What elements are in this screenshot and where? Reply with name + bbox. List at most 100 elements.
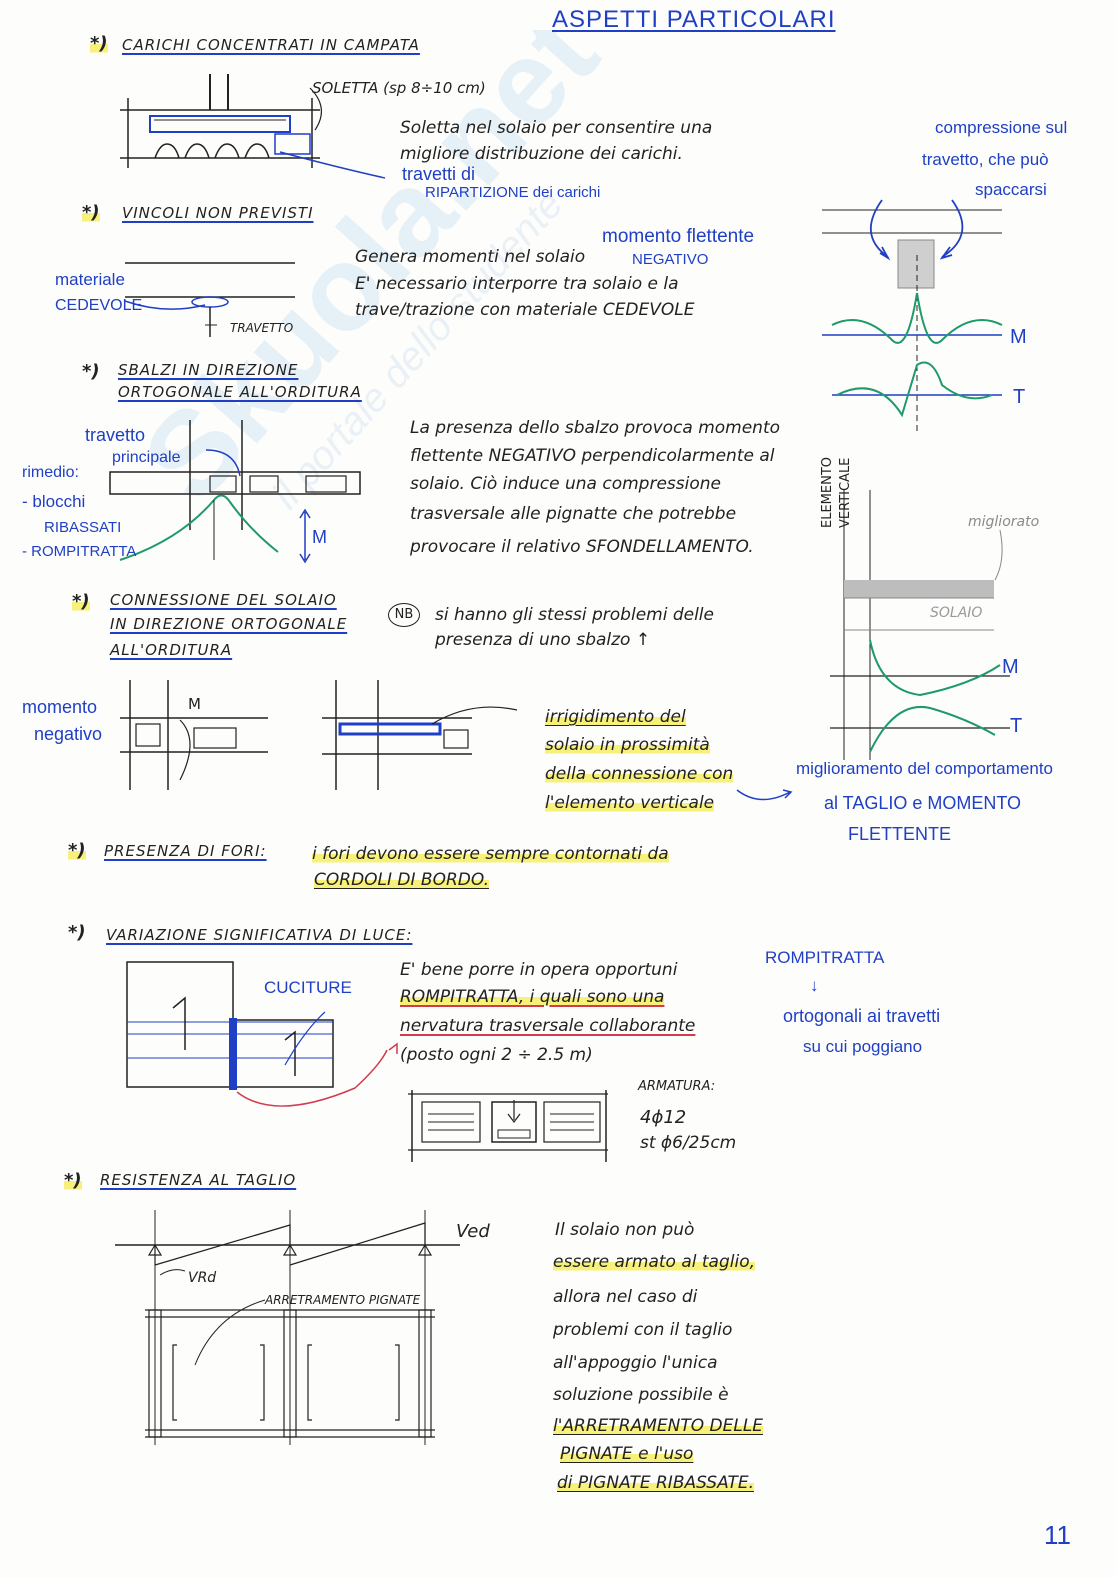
s7-note-line7: l'ARRETRAMENTO DELLE	[553, 1416, 764, 1436]
right-improve-line3: FLETTENTE	[848, 824, 952, 844]
s4-arrow	[736, 789, 793, 801]
s1-rib-label2: RIPARTIZIONE dei carichi	[425, 184, 601, 201]
s6-armatura-line1: 4ϕ12	[640, 1107, 687, 1128]
s7-note-line1: Il solaio non può	[555, 1220, 695, 1240]
s3-bullet: *)	[82, 361, 100, 382]
right-t1-label: T	[1013, 386, 1026, 408]
s3-heading2: ORTOGONALE ALL'ORDITURA	[118, 383, 362, 401]
s4-note-line4: l'elemento verticale	[545, 793, 715, 813]
s4-note-line3: della connessione con	[545, 764, 734, 784]
right-migliorato-label: migliorato	[968, 514, 1040, 530]
s1-heading: CARICHI CONCENTRATI IN CAMPATA	[122, 36, 420, 54]
right-m2-label: M	[1002, 656, 1019, 678]
s4-nb-line1: si hanno gli stessi problemi delle	[435, 605, 714, 625]
s3-note-line5: provocare il relativo SFONDELLAMENTO.	[410, 537, 754, 557]
s2-note-line2: E' necessario interporre tra solaio e la	[355, 274, 679, 294]
s1-soletta-diagram	[120, 74, 386, 179]
s7-note-line4: problemi con il taglio	[553, 1320, 733, 1340]
s3-note-line2: flettente NEGATIVO perpendicolarmente al	[410, 446, 775, 466]
s7-shear-diagram	[115, 1210, 460, 1445]
right-solaio-label: SOLAIO	[930, 605, 983, 621]
s6-armatura-line2: st ϕ6/25cm	[640, 1133, 737, 1153]
right-comp-line2: travetto, che può	[922, 150, 1049, 169]
s3-cantilever-diagram	[109, 420, 361, 564]
right-comp-line1: compressione sul	[935, 118, 1068, 137]
s7-note-line5: all'appoggio l'unica	[553, 1353, 718, 1373]
s5-bullet: *)	[68, 840, 86, 861]
s3-m-label: M	[312, 527, 327, 547]
page-number: 11	[1044, 1520, 1071, 1550]
s7-note-line6: soluzione possibile è	[553, 1385, 729, 1405]
s7-note-line8: PIGNATE e l'uso	[560, 1444, 694, 1464]
s4-bullet: *)	[72, 591, 90, 612]
s2-moment-label2: NEGATIVO	[632, 251, 709, 268]
s1-bullet: *)	[90, 33, 108, 54]
s3-heading1: SBALZI IN DIREZIONE	[118, 361, 299, 379]
right-compression-diagram	[822, 199, 1003, 435]
right-elemento-label1: ELEMENTO	[820, 457, 835, 528]
s4-note-line2: solaio in prossimità	[545, 735, 710, 755]
s7-ved-label: Ved	[456, 1221, 490, 1242]
s6-cuciture-label: CUCITURE	[264, 978, 352, 997]
s1-soletta-label: SOLETTA (sp 8÷10 cm)	[312, 79, 486, 97]
s4-side-label1: momento	[22, 697, 98, 717]
right-t2-label: T	[1010, 715, 1023, 737]
s3-note-line4: trasversale alle pignatte che potrebbe	[410, 504, 737, 524]
s6-heading: VARIAZIONE SIGNIFICATIVA DI LUCE:	[106, 926, 413, 944]
s2-note-line3: trave/trazione con materiale CEDEVOLE	[355, 300, 695, 320]
s4-nb-line2: presenza di uno sbalzo ↑	[435, 630, 651, 650]
s2-moment-label1: momento flettente	[602, 226, 755, 247]
right-m1-label: M	[1010, 326, 1027, 348]
s4-connection-diagram-left	[120, 680, 268, 790]
s3-rimedio1: rimedio:	[22, 464, 79, 481]
s5-note-line1: i fori devono essere sempre contornati d…	[312, 844, 669, 864]
s2-heading: VINCOLI NON PREVISTI	[122, 204, 314, 222]
s3-travetto-label2: principale	[112, 449, 181, 466]
s6-note-line2: ROMPITRATTA, i quali sono una	[400, 987, 665, 1007]
s3-rimedio2: - blocchi	[22, 492, 86, 511]
s2-note-line1: Genera momenti nel solaio	[355, 247, 586, 267]
s4-side-label2: negativo	[34, 724, 103, 744]
s1-rib-label1: travetti di	[402, 164, 476, 184]
s4-nb-badge: NB	[388, 603, 420, 627]
s6-note-line3: nervatura trasversale collaborante	[400, 1016, 696, 1036]
right-comp-line3: spaccarsi	[975, 180, 1047, 199]
s2-side-label2: CEDEVOLE	[55, 297, 143, 314]
s6-armatura-title: ARMATURA:	[638, 1079, 716, 1094]
right-improve-line2: al TAGLIO e MOMENTO	[824, 793, 1022, 813]
s6-note-line1: E' bene porre in opera opportuni	[400, 960, 678, 980]
s4-note-line1: irrigidimento del	[545, 707, 686, 727]
page-title: ASPETTI PARTICOLARI	[552, 6, 836, 33]
s1-note-line2: migliore distribuzione dei carichi.	[400, 144, 683, 164]
s4-heading2: IN DIREZIONE ORTOGONALE	[110, 615, 348, 633]
s3-note-line3: solaio. Ciò induce una compressione	[410, 474, 721, 494]
s4-connection-diagram-right	[322, 680, 518, 790]
s6-note-line4: (posto ogni 2 ÷ 2.5 m)	[400, 1045, 593, 1065]
s4-heading1: CONNESSIONE DEL SOLAIO	[110, 591, 337, 609]
s5-heading: PRESENZA DI FORI:	[104, 842, 267, 860]
s3-rimedio3: RIBASSATI	[44, 519, 122, 536]
s7-bullet: *)	[64, 1170, 82, 1191]
s6-side-line3: ortogonali ai travetti	[783, 1006, 941, 1026]
s1-note-line1: Soletta nel solaio per consentire una	[400, 118, 713, 138]
s2-travetto-label: TRAVETTO	[230, 321, 294, 335]
s7-heading: RESISTENZA AL TAGLIO	[100, 1171, 297, 1189]
s5-note-line2: CORDOLI DI BORDO.	[314, 870, 489, 890]
s7-note-line2: essere armato al taglio,	[553, 1252, 756, 1272]
s3-note-line1: La presenza dello sbalzo provoca momento	[410, 418, 781, 438]
s2-support-diagram	[124, 262, 295, 337]
right-elemento-label2: VERTICALE	[838, 457, 853, 528]
s6-side-line1: ROMPITRATTA	[765, 948, 885, 967]
s2-side-label1: materiale	[55, 270, 125, 289]
s6-rompitratta-section	[408, 1090, 608, 1162]
right-improve-line1: miglioramento del comportamento	[796, 759, 1054, 778]
s3-rimedio4: - ROMPITRATTA	[22, 543, 137, 560]
s7-vrd-label: VRd	[188, 1270, 217, 1286]
s2-bullet: *)	[82, 202, 100, 223]
s7-note-line3: allora nel caso di	[553, 1287, 698, 1307]
s4-m-label: M	[188, 695, 201, 713]
s6-side-line2: ↓	[810, 976, 819, 995]
right-connection-diagram	[830, 490, 1010, 760]
s4-heading3: ALL'ORDITURA	[110, 641, 233, 659]
